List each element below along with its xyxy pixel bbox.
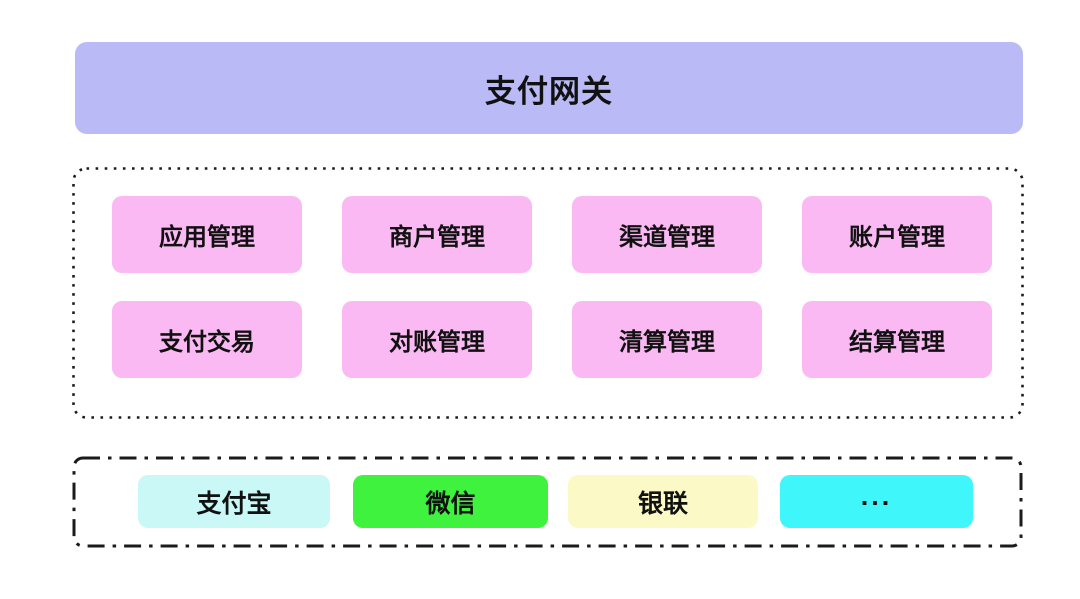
module-box-reconciliation-management: 对账管理 [342, 301, 532, 378]
channel-label: 支付宝 [196, 489, 272, 518]
module-label: 账户管理 [849, 224, 945, 251]
module-box-payment-transaction: 支付交易 [112, 301, 302, 378]
channel-box-unionpay: 银联 [568, 475, 758, 528]
module-box-account-management: 账户管理 [802, 196, 992, 273]
module-label: 支付交易 [159, 329, 255, 356]
module-label: 渠道管理 [619, 224, 715, 251]
channel-box-wechat: 微信 [353, 475, 548, 528]
module-label: 应用管理 [159, 224, 255, 251]
module-box-clearing-management: 清算管理 [572, 301, 762, 378]
module-box-merchant-management: 商户管理 [342, 196, 532, 273]
module-box-channel-management: 渠道管理 [572, 196, 762, 273]
module-box-app-management: 应用管理 [112, 196, 302, 273]
channels-group: 支付宝 微信 银联 ... [72, 456, 1023, 548]
channel-label: 微信 [425, 489, 476, 518]
module-label: 商户管理 [389, 224, 485, 251]
module-label: 对账管理 [389, 329, 485, 356]
module-label: 清算管理 [619, 329, 715, 356]
page-title: 支付网关 [485, 73, 613, 109]
module-label: 结算管理 [849, 329, 945, 356]
payment-gateway-banner: 支付网关 [75, 42, 1023, 134]
channel-label: 银联 [637, 489, 688, 518]
modules-group: 应用管理 商户管理 渠道管理 账户管理 支付交易 对账管理 清算管理 结算管理 [72, 167, 1024, 419]
channel-label: ... [860, 481, 893, 511]
channel-box-more: ... [780, 475, 973, 528]
module-box-settlement-management: 结算管理 [802, 301, 992, 378]
channel-box-alipay: 支付宝 [138, 475, 330, 528]
